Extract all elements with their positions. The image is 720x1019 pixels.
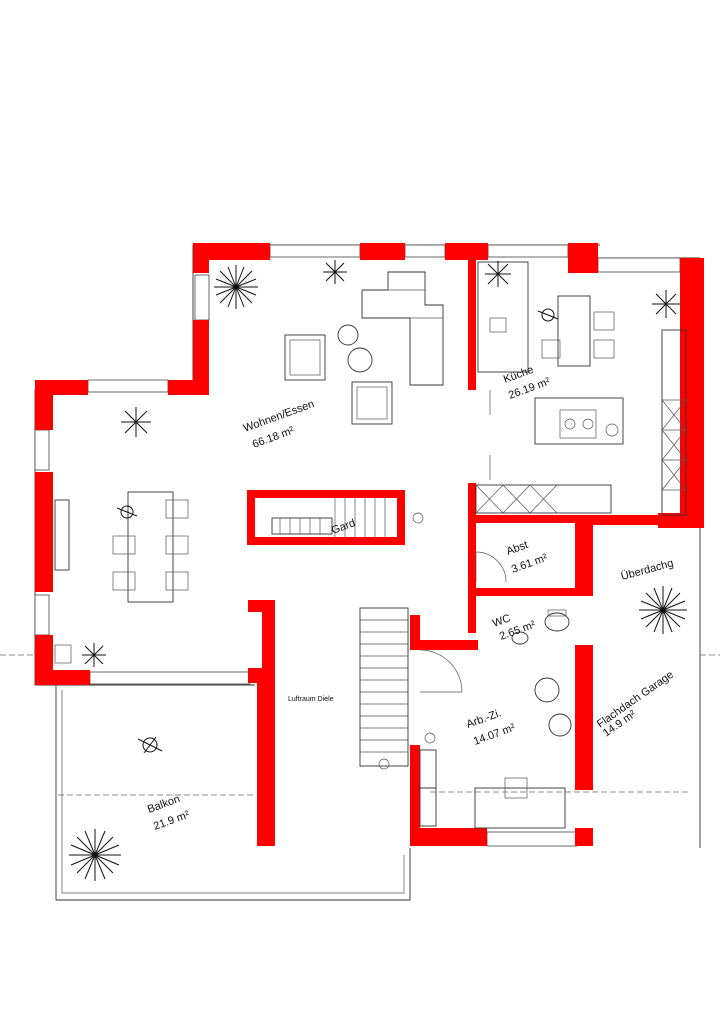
room-name-gard: Gard [330, 517, 357, 537]
plant-4 [652, 290, 680, 318]
room-name-ueberdach: Überdachg [620, 557, 675, 583]
room-name-abst: Abst [505, 539, 530, 558]
figure-kitchen [537, 308, 559, 322]
plant-7 [82, 643, 106, 667]
plant-2 [323, 260, 347, 284]
room-name-garage: Flachdach Garage [595, 669, 676, 731]
plants [69, 260, 687, 881]
stairs [271, 498, 436, 770]
living-furniture [54, 271, 444, 664]
room-name-luftraum: Luftraum Diele [288, 696, 334, 703]
plant-1 [214, 265, 258, 309]
plant-3 [485, 261, 511, 287]
plant-8 [69, 829, 121, 881]
kitchen-fittings [475, 261, 687, 516]
walls [35, 243, 704, 846]
plant-6 [639, 586, 687, 634]
wc-office-fittings [419, 390, 572, 829]
room-name-wc: WC [491, 612, 512, 630]
figure-dining [116, 505, 138, 519]
figure-balkon [137, 736, 163, 754]
outline-lines [0, 244, 720, 901]
plant-5 [121, 407, 151, 437]
